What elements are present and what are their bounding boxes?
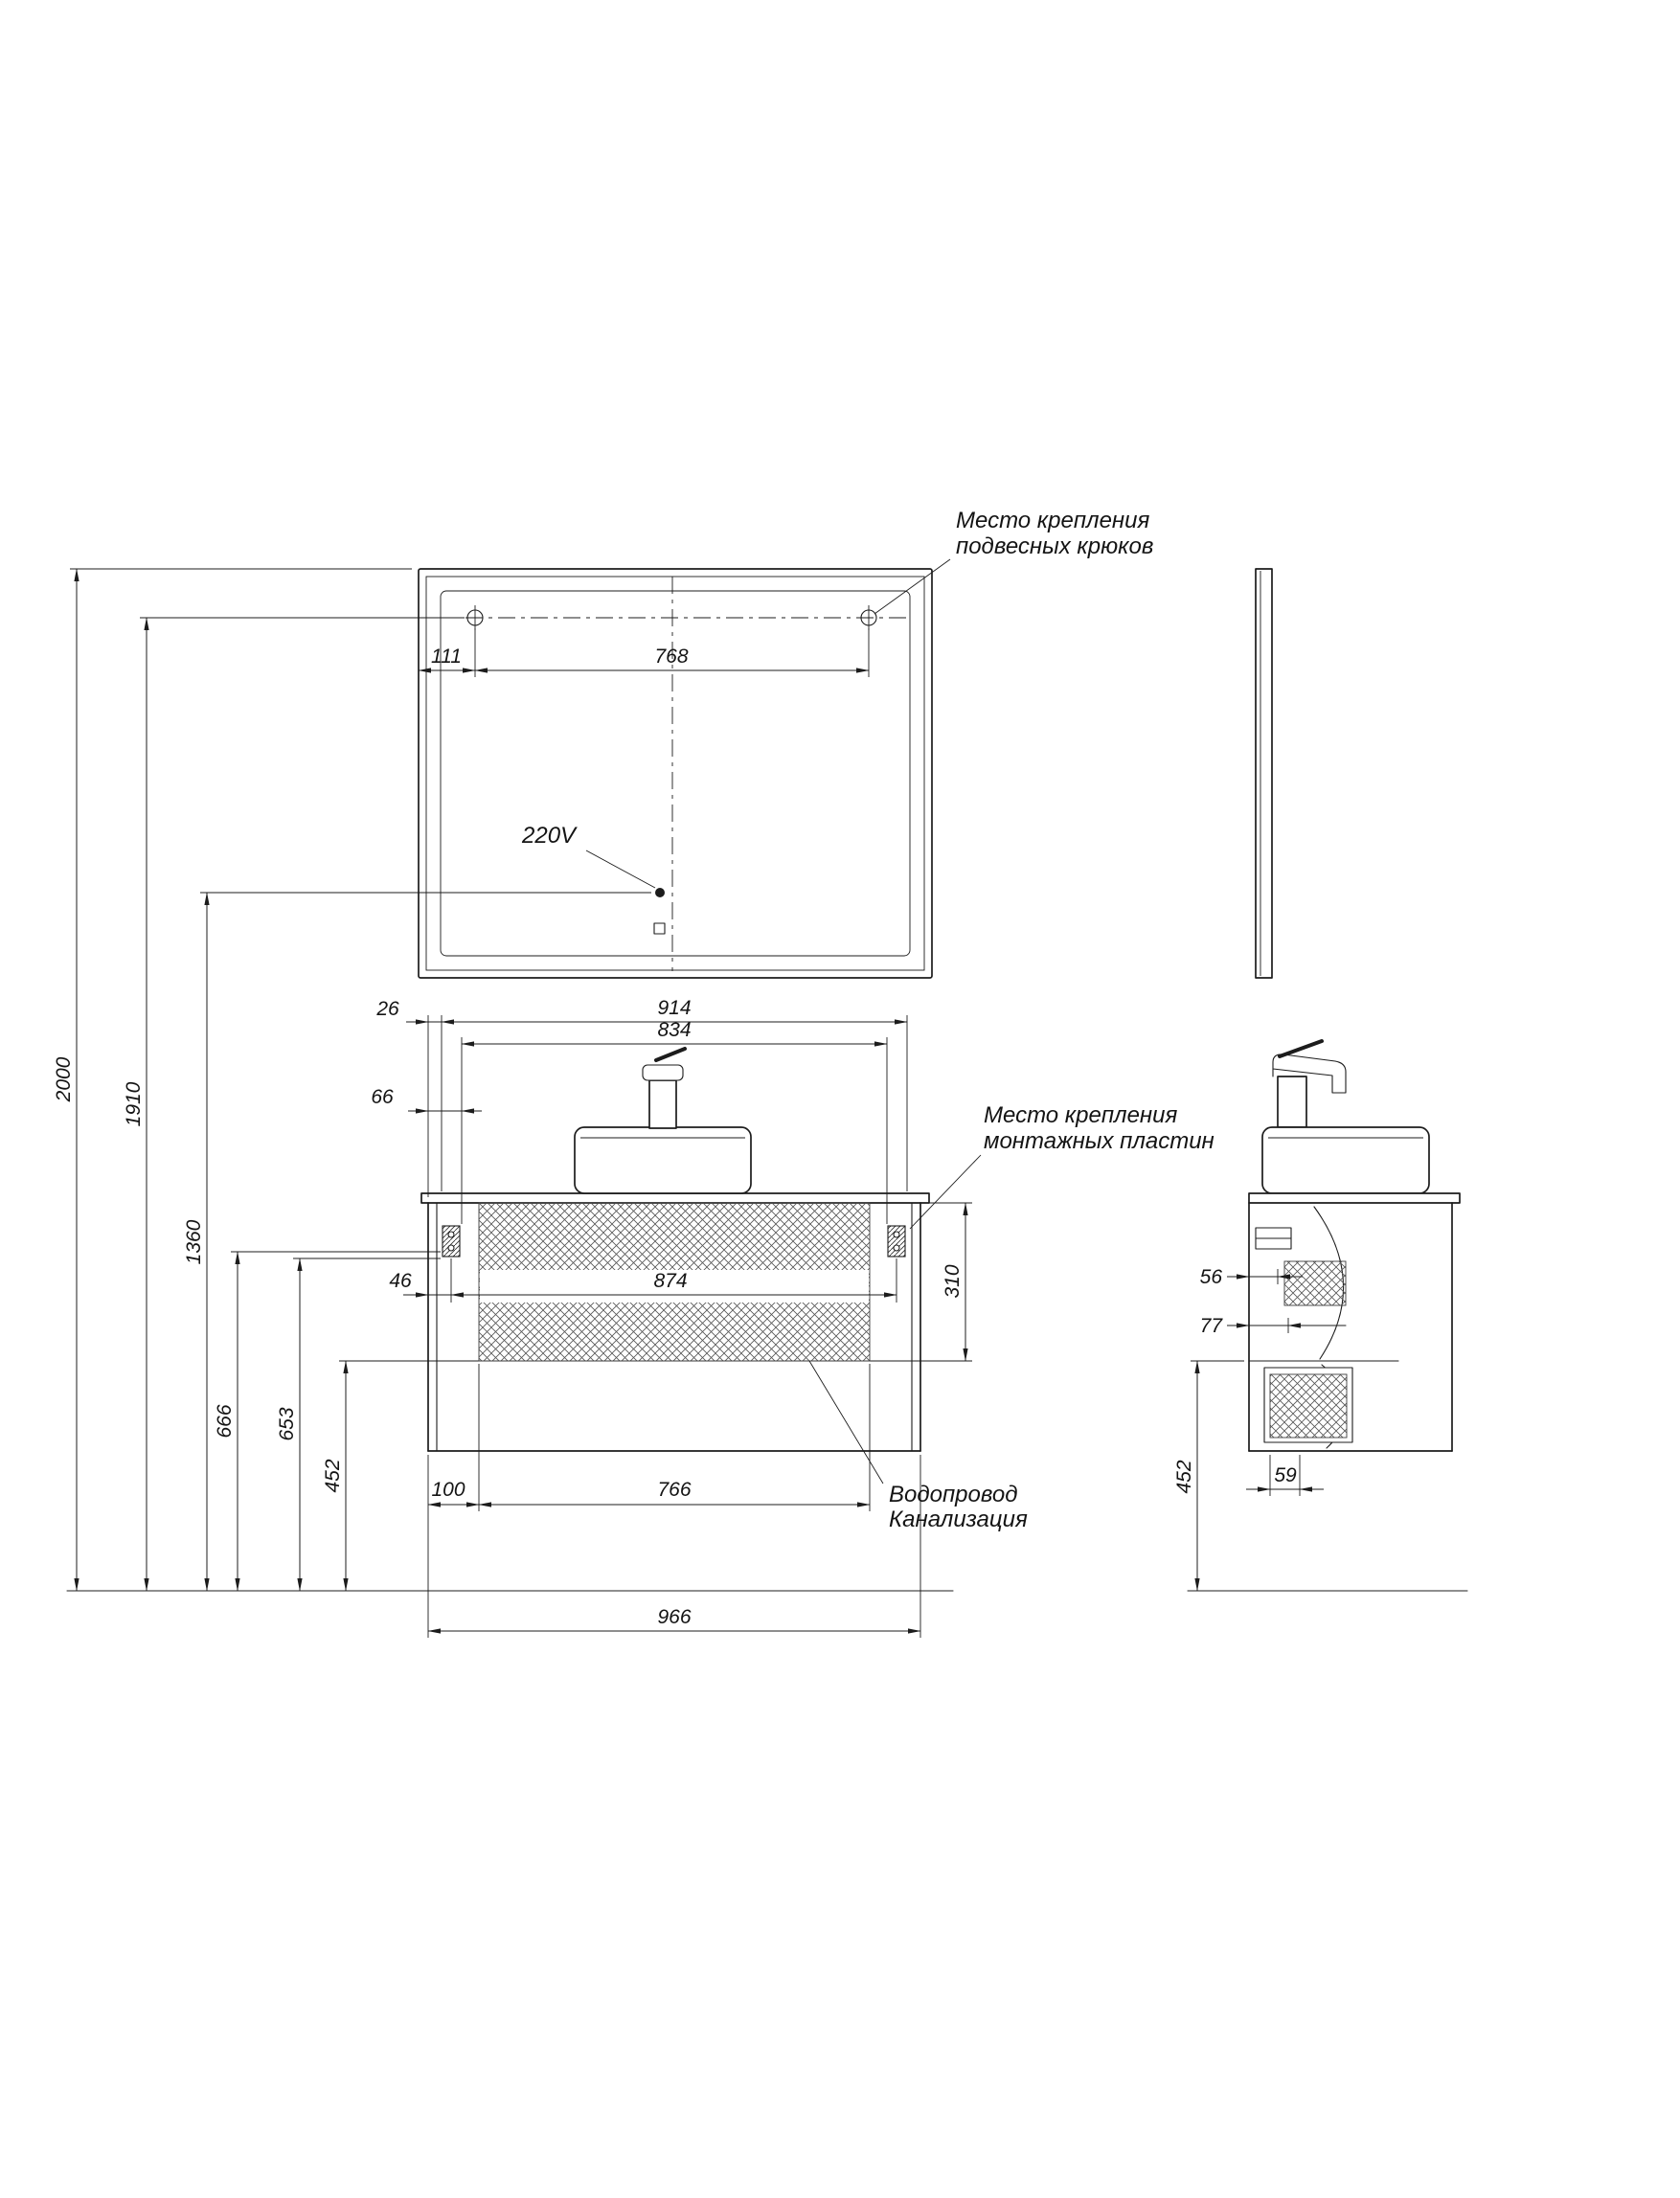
power-leader-line (585, 850, 656, 889)
dim-966-label: 966 (657, 1606, 691, 1628)
power-annotation: 220V (521, 823, 656, 889)
dim-111-label: 111 (431, 646, 462, 668)
dim-666-label: 666 (214, 1404, 236, 1438)
dim-56-label: 56 (1200, 1266, 1223, 1288)
faucet-side-lever-icon (1278, 1039, 1324, 1058)
faucet-lever-icon (654, 1047, 687, 1062)
countertop-side (1248, 1192, 1461, 1204)
mirror-side-view (1255, 568, 1273, 979)
mounting-plate-left (442, 1225, 461, 1258)
dim-59-label: 59 (1274, 1464, 1297, 1486)
vanity-side-view (1248, 1039, 1461, 1452)
hanging-hook-left (466, 605, 484, 630)
plates-annotation: Место крепления монтажных пластин (909, 1102, 1215, 1230)
left-dimension-extensions (70, 568, 651, 1362)
mirror-led-line (440, 590, 911, 957)
vanity-front-view (420, 1047, 930, 1452)
plumbing-label-line1: Водопровод (889, 1482, 1017, 1507)
mounting-plate-side (1255, 1227, 1292, 1250)
plates-label-line2: монтажных пластин (984, 1128, 1215, 1154)
vessel-sink-side (1261, 1126, 1430, 1194)
dim-874-label: 874 (653, 1270, 687, 1292)
mounting-plate-right (887, 1225, 906, 1258)
dim-2000-label: 2000 (53, 1056, 75, 1102)
vanity-front-dimension-lines (403, 1019, 968, 1634)
dim-26-label: 26 (375, 998, 399, 1020)
dim-452-left-label: 452 (322, 1459, 344, 1492)
countertop-front (420, 1192, 930, 1204)
hooks-dimensions: 111 768 (418, 628, 870, 677)
dim-46-label: 46 (389, 1270, 412, 1292)
plumbing-leader-line (808, 1360, 884, 1484)
plumbing-label-line2: Канализация (889, 1507, 1028, 1532)
dim-914-label: 914 (657, 997, 691, 1019)
dim-77-label: 77 (1200, 1315, 1224, 1337)
faucet-side (1272, 1039, 1347, 1128)
dim-653-label: 653 (276, 1407, 298, 1440)
vessel-sink-front (574, 1126, 752, 1194)
dim-834-label: 834 (657, 1019, 691, 1041)
vanity-front-dimension-labels: 26 914 834 66 46 874 310 100 766 966 (371, 997, 964, 1628)
plumbing-annotation: Водопровод Канализация (808, 1360, 1028, 1532)
faucet-front (642, 1047, 687, 1129)
dim-452-side-label: 452 (1173, 1460, 1195, 1493)
dim-1910-label: 1910 (123, 1081, 145, 1126)
left-dimension-lines (74, 568, 349, 1592)
power-label: 220V (521, 823, 578, 849)
cabinet-side (1248, 1202, 1453, 1452)
mirror-front-view (418, 568, 933, 979)
plates-label-line1: Место крепления (984, 1102, 1177, 1128)
dim-1360-label: 1360 (183, 1219, 205, 1264)
hanging-hook-right (860, 605, 877, 630)
dim-100-label: 100 (431, 1479, 465, 1501)
vanity-front-dimension-extensions (427, 1015, 972, 1638)
drawer-hatch (1269, 1373, 1348, 1439)
dim-310-label: 310 (942, 1264, 964, 1298)
power-outlet-dot (655, 888, 665, 897)
hooks-label-line2: подвесных крюков (956, 533, 1153, 559)
mirror-outer-frame (418, 568, 933, 979)
sensor-switch (653, 922, 666, 935)
hooks-label-line1: Место крепления (956, 508, 1149, 533)
plates-leader-line (909, 1154, 982, 1230)
dim-66-label: 66 (371, 1086, 394, 1108)
dim-766-label: 766 (657, 1479, 691, 1501)
mounting-rail-hatch (1283, 1260, 1347, 1306)
hooks-annotation: Место крепления подвесных крюков (874, 508, 1153, 615)
left-dimension-labels: 2000 1910 1360 666 653 452 (53, 1056, 344, 1492)
mirror-inner-frame (425, 576, 925, 971)
vanity-side-dimensions: 56 77 452 59 (1173, 1266, 1324, 1592)
dim-768-label: 768 (654, 646, 688, 668)
hooks-leader-line (874, 558, 951, 615)
